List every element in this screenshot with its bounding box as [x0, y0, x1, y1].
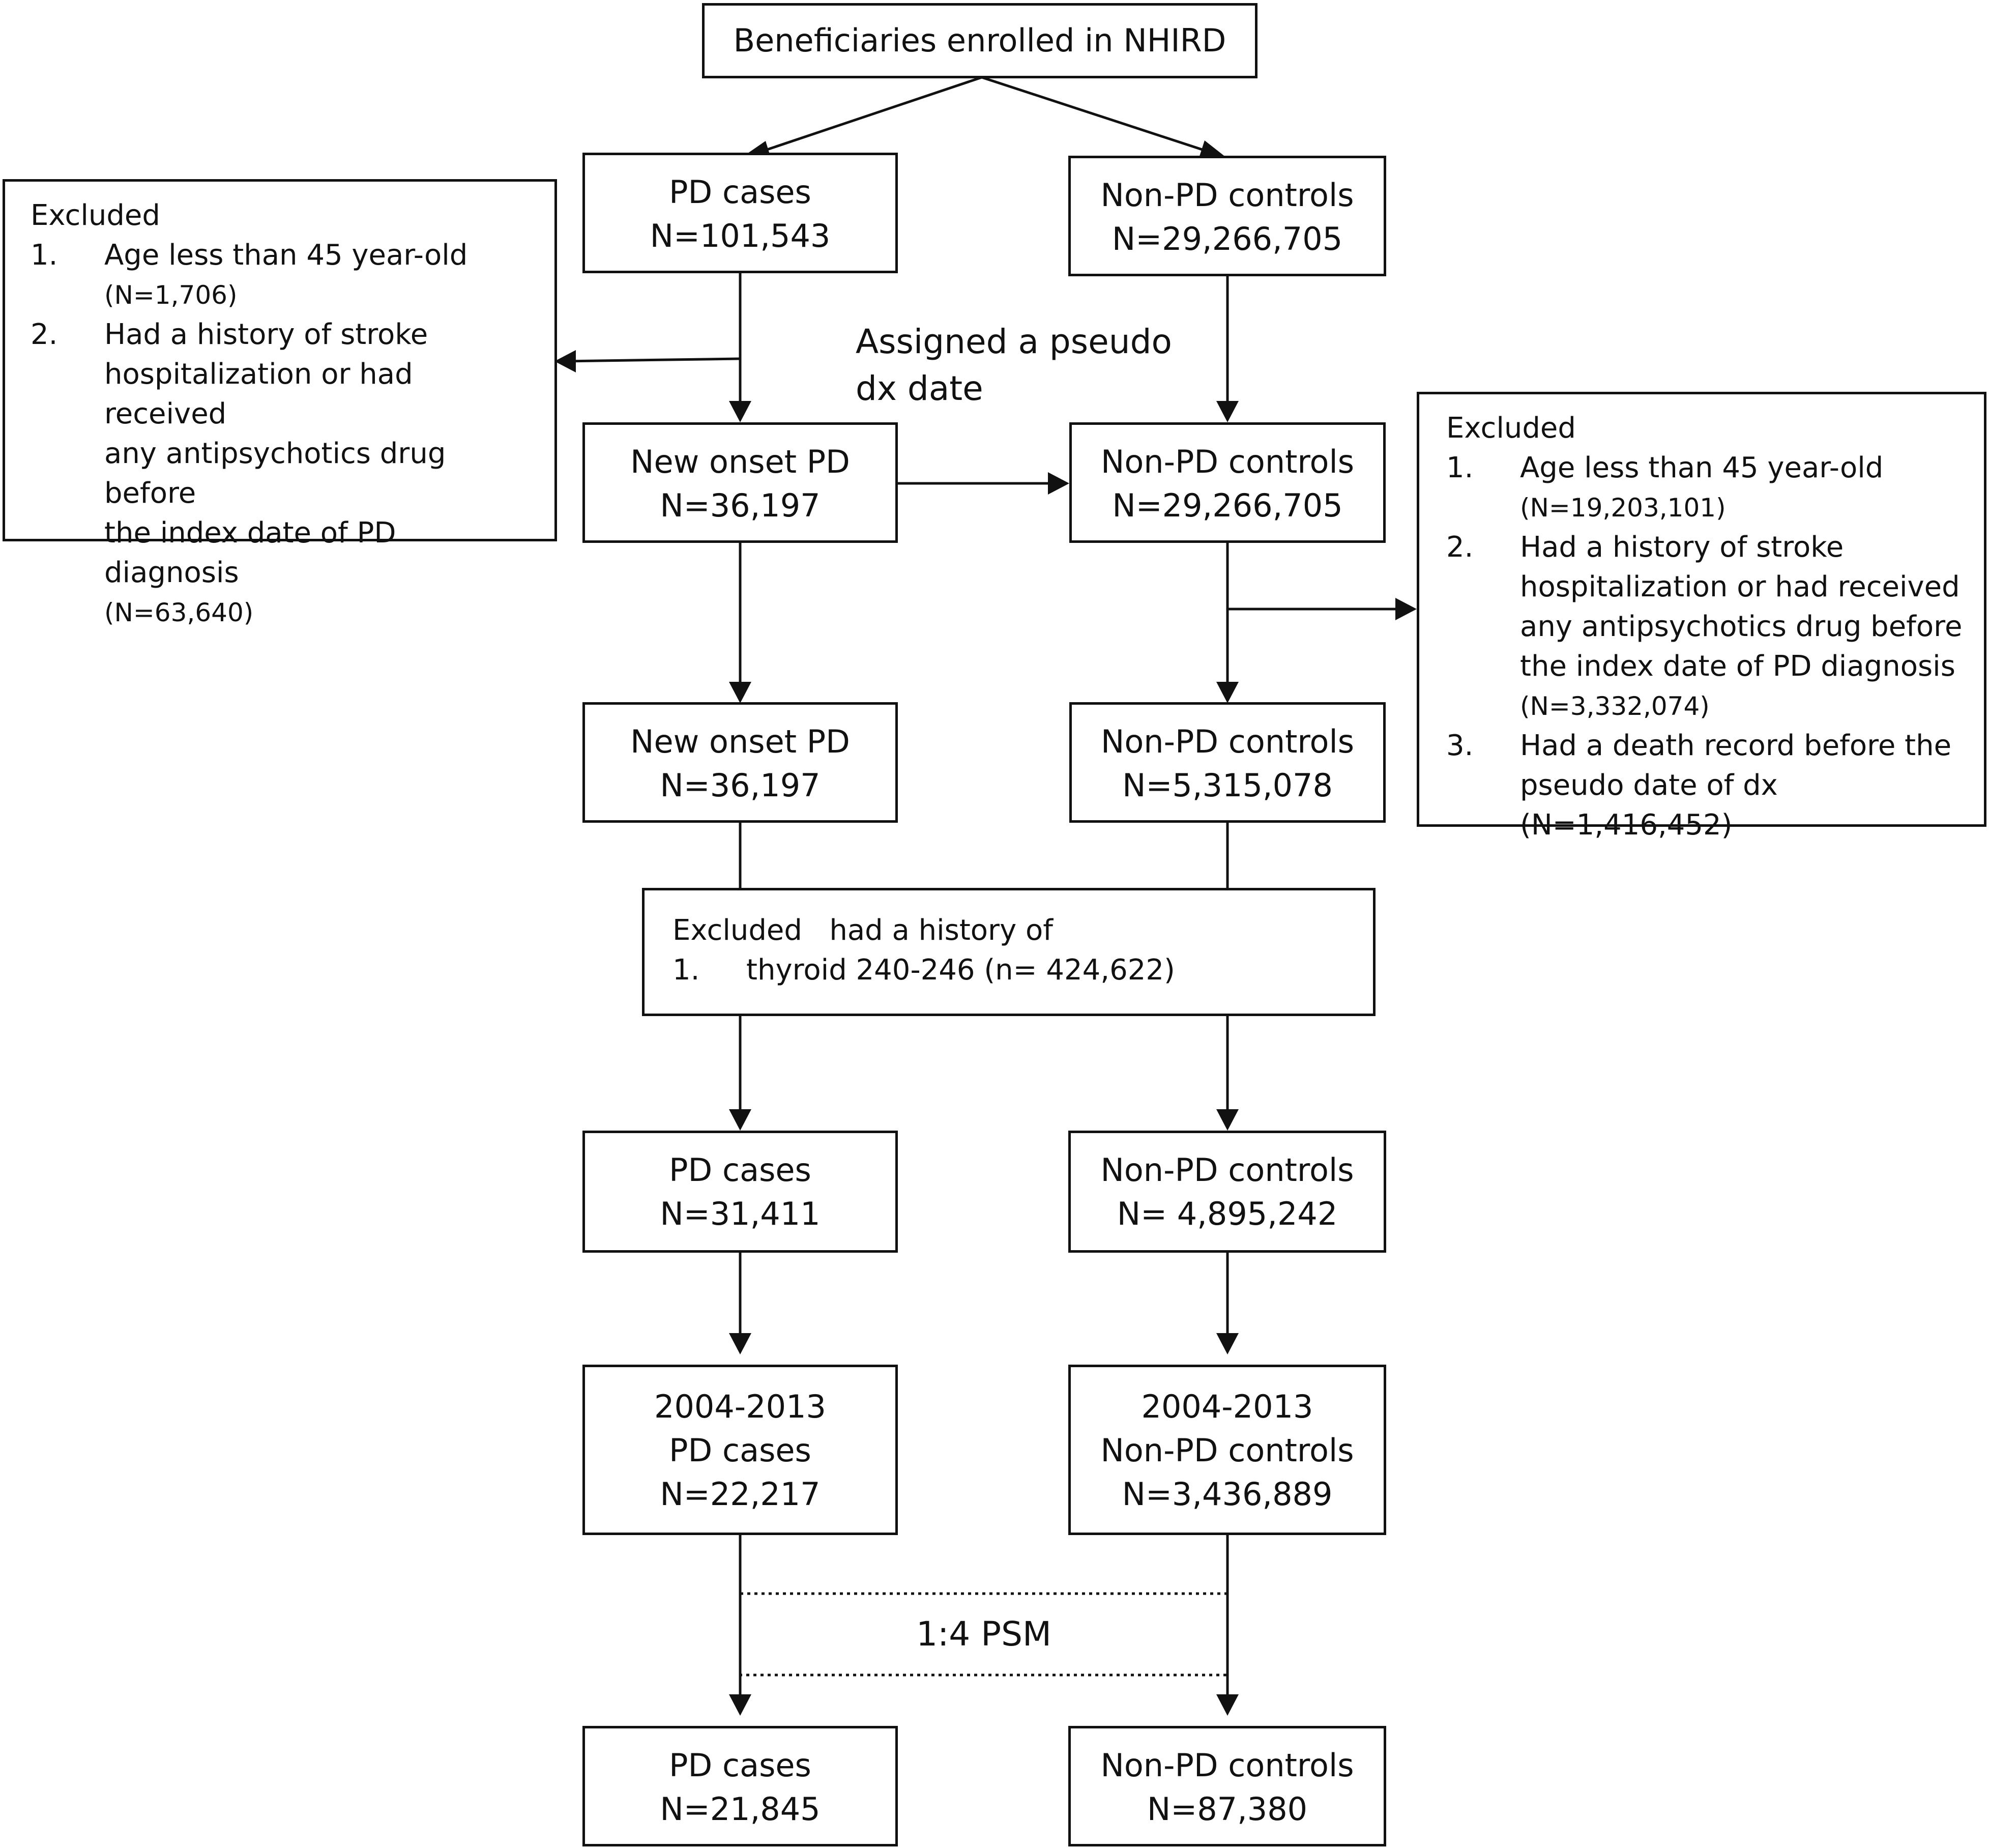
box-title: PD cases: [669, 174, 811, 211]
item-text: any antipsychotics drug before: [104, 437, 446, 510]
box-years: 2004-2013: [1141, 1388, 1313, 1425]
box-title: Non-PD controls: [1100, 177, 1354, 214]
pd-cases-box-1: PD cases N=101,543: [582, 153, 898, 273]
left-exclusion-box: Excluded 1. Age less than 45 year-old (N…: [3, 179, 557, 627]
middle-exclusion-box: Excluded had a history of 1. thyroid 240…: [642, 888, 1376, 1016]
box-title: New onset PD: [630, 723, 850, 760]
box-title: Non-PD controls: [1100, 1151, 1354, 1189]
pd-cases-box-2: PD cases N=31,411: [582, 1131, 898, 1253]
psm-dotted-box: [739, 1592, 1229, 1677]
item-count: (N=1,706): [104, 280, 238, 310]
item-text: Age less than 45 year-old: [104, 239, 468, 272]
box-title: New onset PD: [630, 443, 850, 480]
box-count: N=5,315,078: [1122, 767, 1333, 804]
box-count: N=87,380: [1147, 1791, 1308, 1828]
box-count: N=29,266,705: [1112, 487, 1343, 524]
box-count: N=21,845: [660, 1791, 821, 1828]
exclusion-item: 1. Age less than 45 year-old (N=19,203,1…: [1446, 448, 1964, 528]
item-text: hospitalization or had received: [104, 358, 413, 430]
item-count: (N=63,640): [104, 598, 254, 627]
item-text: the index date of PD diagnosis: [104, 516, 396, 589]
psm-label: 1:4 PSM: [740, 1594, 1227, 1675]
box-title: PD cases: [669, 1747, 811, 1784]
box-count: N= 4,895,242: [1117, 1195, 1338, 1232]
non-pd-controls-box-2: Non-PD controls N=29,266,705: [1069, 422, 1386, 543]
non-pd-controls-box-1: Non-PD controls N=29,266,705: [1068, 156, 1386, 276]
exclusion-item: 2. Had a history of stroke hospitalizati…: [31, 315, 534, 632]
box-title: PD cases: [669, 1151, 811, 1189]
item-number: 2.: [1446, 531, 1474, 564]
item-text: any antipsychotics drug before: [1520, 610, 1963, 643]
item-text: Had a history of stroke: [1520, 531, 1844, 564]
item-number: 1.: [672, 954, 700, 987]
box-years: 2004-2013: [654, 1388, 826, 1425]
box-title: Non-PD controls: [1100, 1747, 1354, 1784]
enrolled-box: Beneficiaries enrolled in NHIRD: [702, 3, 1257, 78]
exclusion-item: 2. Had a history of stroke hospitalizati…: [1446, 528, 1964, 726]
box-title: Non-PD controls: [1100, 723, 1355, 760]
box-count: N=36,197: [660, 767, 821, 804]
item-text: the index date of PD diagnosis: [1520, 650, 1955, 683]
item-text: Had a history of stroke: [104, 318, 428, 351]
box-title: Non-PD controls: [1100, 1432, 1354, 1469]
non-pd-controls-final-box: Non-PD controls N=87,380: [1068, 1726, 1386, 1846]
item-number: 1.: [31, 239, 58, 272]
new-onset-pd-box-2: New onset PD N=36,197: [582, 702, 898, 823]
item-number: 3.: [1446, 729, 1474, 762]
right-exclusion-box: Excluded 1. Age less than 45 year-old (N…: [1417, 392, 1986, 842]
enrolled-label: Beneficiaries enrolled in NHIRD: [733, 22, 1226, 59]
exclusion-item: 1. Age less than 45 year-old (N=1,706): [31, 236, 534, 315]
exclusion-item: 1. thyroid 240-246 (n= 424,622): [672, 950, 1353, 990]
psm-text: 1:4 PSM: [916, 1614, 1051, 1654]
box-count: N=3,436,889: [1122, 1476, 1333, 1513]
non-pd-controls-box-3: Non-PD controls N=5,315,078: [1069, 702, 1386, 823]
exclusion-heading: Excluded: [1446, 412, 1576, 445]
item-text: Had a death record before the: [1520, 729, 1952, 762]
item-count: (N=19,203,101): [1520, 493, 1726, 523]
assigned-pseudo-date-note: Assigned a pseudo dx date: [856, 319, 1172, 412]
exclusion-heading: Excluded: [31, 199, 160, 232]
pd-cases-2004-2013-box: 2004-2013 PD cases N=22,217: [582, 1365, 898, 1535]
non-pd-controls-box-4: Non-PD controls N= 4,895,242: [1068, 1131, 1386, 1253]
box-title: PD cases: [669, 1432, 811, 1469]
box-title: Non-PD controls: [1100, 443, 1355, 480]
exclusion-item: 3. Had a death record before the pseudo …: [1446, 726, 1964, 845]
box-count: N=101,543: [650, 217, 831, 254]
item-text: thyroid 240-246 (n= 424,622): [746, 954, 1175, 987]
item-number: 1.: [1446, 451, 1474, 484]
box-count: N=29,266,705: [1112, 220, 1343, 257]
note-line-1: Assigned a pseudo: [856, 322, 1172, 361]
new-onset-pd-box-1: New onset PD N=36,197: [582, 422, 898, 543]
non-pd-controls-2004-2013-box: 2004-2013 Non-PD controls N=3,436,889: [1068, 1365, 1386, 1535]
item-text: pseudo date of dx (N=1,416,452): [1520, 769, 1778, 842]
item-text: hospitalization or had received: [1520, 570, 1960, 603]
note-line-2: dx date: [856, 369, 983, 408]
pd-cases-final-box: PD cases N=21,845: [582, 1726, 898, 1846]
exclusion-heading: Excluded had a history of: [672, 914, 1053, 947]
item-number: 2.: [31, 318, 58, 351]
item-count: (N=3,332,074): [1520, 691, 1710, 721]
box-count: N=31,411: [660, 1195, 821, 1232]
item-text: Age less than 45 year-old: [1520, 451, 1884, 484]
box-count: N=22,217: [660, 1476, 821, 1513]
box-count: N=36,197: [660, 487, 821, 524]
